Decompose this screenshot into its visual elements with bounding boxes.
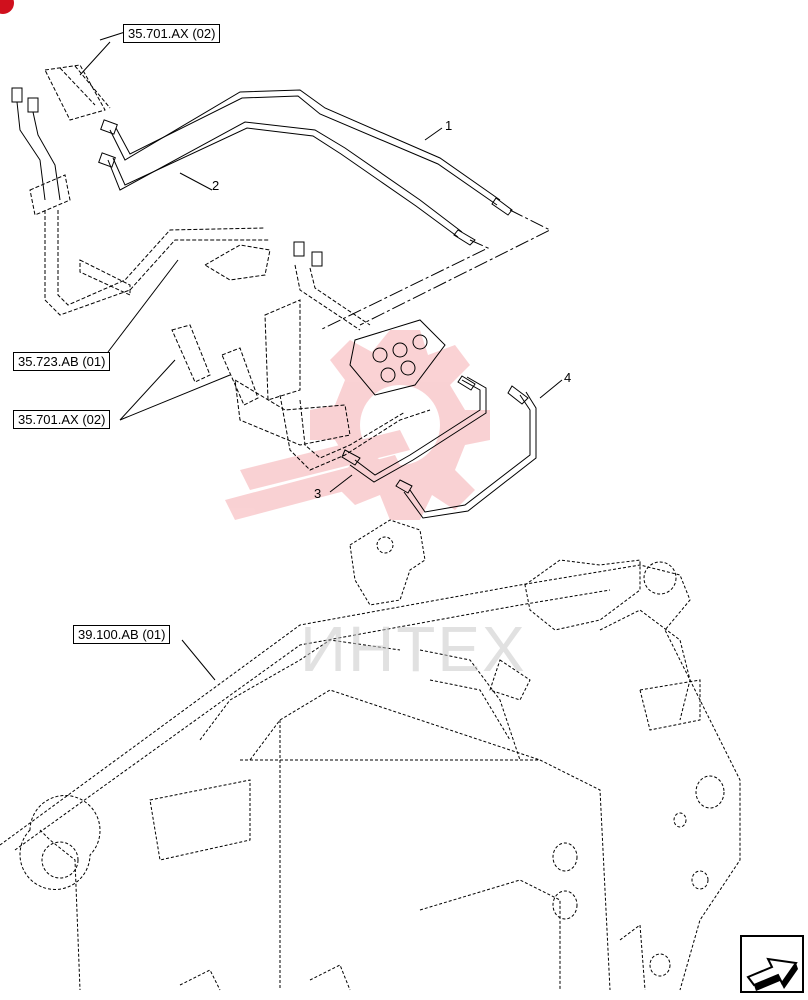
centerline-upper [319,209,552,331]
hose-group-top [44,64,111,121]
tube-2 [107,121,476,246]
valve-block [349,319,446,396]
corner-badge-icon [0,0,14,14]
tube-fittings-top [98,119,118,168]
chassis-frame [0,519,741,991]
next-page-arrow-icon [746,957,798,991]
valve-top-fittings [293,241,323,267]
reference-box-top[interactable]: 35.701.AX (02) [123,24,221,43]
hose-group-mid [171,324,259,406]
callout-1: 1 [445,118,453,133]
tube-4 [395,385,537,519]
reference-box-mid[interactable]: 35.701.AX (02) [13,410,111,429]
tube-3 [341,375,487,483]
callout-4: 4 [564,370,572,385]
callout-3: 3 [314,486,322,501]
callout-2: 2 [212,178,220,193]
watermark-gear-icon [225,330,490,520]
hose-fittings-left [11,87,61,201]
reference-box-frame[interactable]: 39.100.AB (01) [73,625,171,644]
valve-lines-hidden [29,174,431,471]
callout-leaders [79,31,563,681]
reference-box-valve[interactable]: 35.723.AB (01) [13,352,111,371]
tube-1 [109,89,513,216]
next-page-button[interactable] [740,935,804,993]
watermark-text: ИНТЕХ [300,613,527,685]
